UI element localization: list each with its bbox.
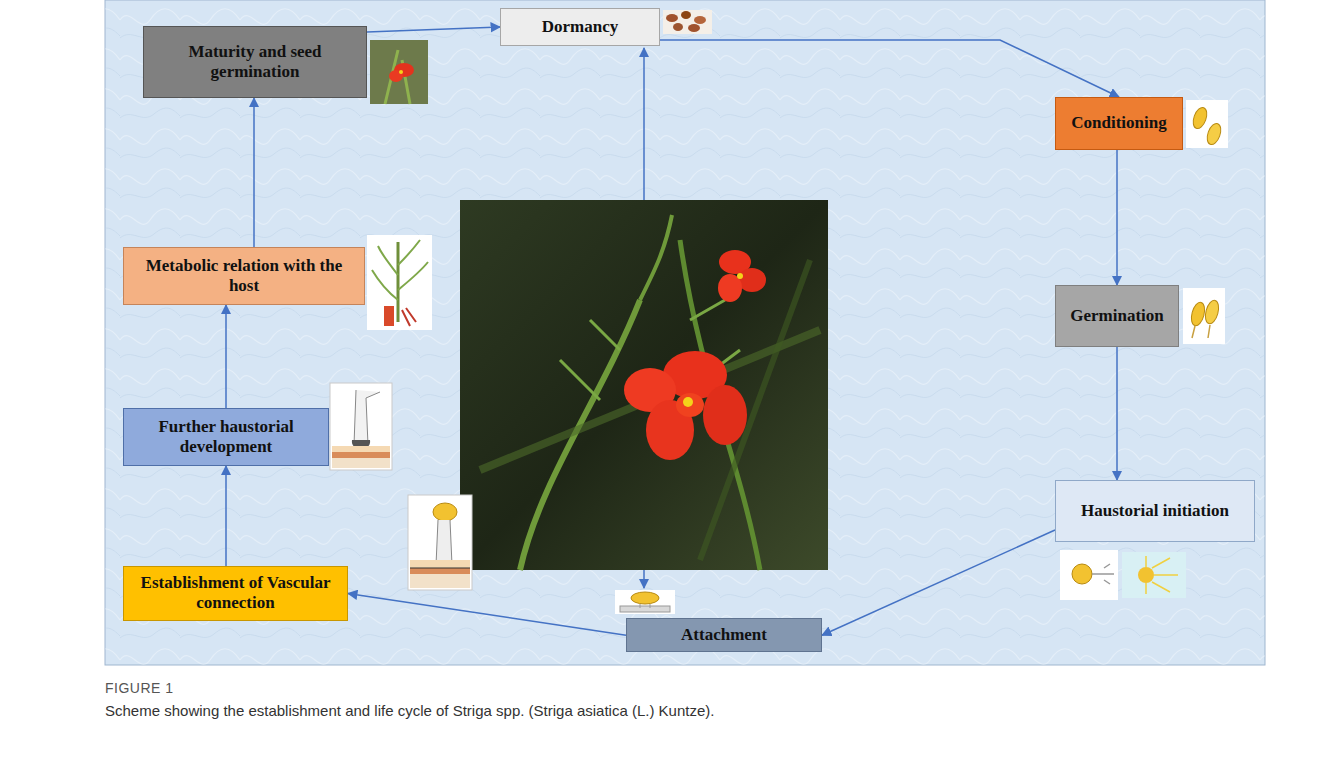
seeds-picture (663, 10, 712, 34)
stage-label: Metabolic relation with the host (134, 256, 354, 297)
stage-label: Conditioning (1071, 113, 1166, 133)
stage-box: Haustorial initiation (1055, 480, 1255, 542)
cycle-arrow (822, 530, 1055, 635)
stage-box: Establishment of Vascular connection (123, 566, 348, 621)
cycle-arrow (225, 305, 227, 408)
host-plant-picture (367, 235, 432, 330)
background-panel (105, 0, 1265, 665)
figure-caption: Scheme showing the establishment and lif… (105, 702, 1265, 719)
stage-box: Metabolic relation with the host (123, 247, 365, 305)
stage-label: Germination (1070, 306, 1164, 326)
stage-label: Maturity and seed germination (154, 42, 356, 83)
stage-label: Haustorial initiation (1081, 501, 1229, 521)
vascular-connection-picture (408, 495, 472, 590)
stage-label: Establishment of Vascular connection (134, 573, 337, 614)
central-photo (460, 200, 828, 570)
photo-arrow (644, 48, 645, 588)
flowering-plant-photo (370, 40, 428, 104)
stage-box: Conditioning (1055, 97, 1183, 150)
haustorium-pictures (1060, 550, 1186, 600)
germinating-seeds (1183, 288, 1225, 344)
cycle-arrow (660, 40, 1119, 97)
cycle-arrow (1116, 150, 1118, 285)
conditioned-seeds (1186, 100, 1228, 148)
stage-label: Further haustorial development (134, 417, 318, 458)
stage-label: Attachment (681, 625, 767, 645)
stage-box: Germination (1055, 285, 1179, 347)
cycle-arrow (367, 27, 500, 32)
attachment-picture (615, 590, 675, 614)
cycle-arrow (253, 98, 255, 247)
stage-box: Attachment (626, 618, 822, 652)
cycle-arrow (1116, 347, 1118, 480)
stage-box: Further haustorial development (123, 408, 329, 466)
stage-box: Maturity and seed germination (143, 26, 367, 98)
stage-label: Dormancy (542, 17, 618, 37)
stage-box: Dormancy (500, 8, 660, 46)
cycle-arrow (348, 593, 626, 635)
figure-number: FIGURE 1 (105, 680, 174, 696)
haustorium-development-picture (330, 383, 392, 470)
cycle-arrow (225, 466, 227, 566)
